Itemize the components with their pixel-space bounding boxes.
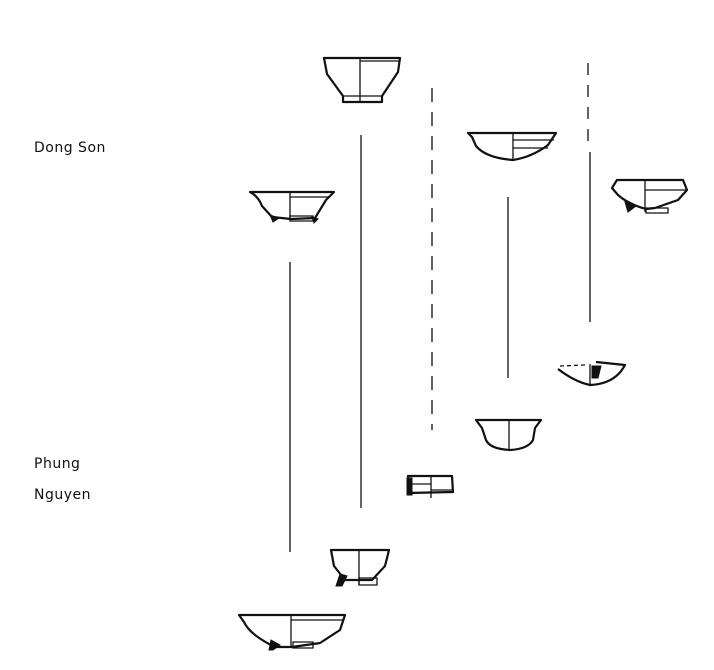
vessel-carinated-bowl [610, 178, 689, 214]
phung-nguyen-label-line2: Nguyen [34, 487, 92, 503]
vessel-footed-bowl-left [248, 190, 336, 224]
vessel-wide-footed-bowl [237, 613, 347, 651]
vessel-fragment-bowl [557, 360, 627, 387]
dong-son-label: Dong Son [34, 140, 106, 156]
phung-nguyen-label-line1: Phung [34, 456, 81, 472]
vessel-deep-bowl [474, 418, 543, 452]
vessel-footed-cup [329, 548, 391, 587]
vessel-shallow-bowl [466, 131, 558, 162]
vessel-pedestal-bowl-top [322, 56, 402, 104]
vessel-small-cup [406, 474, 455, 498]
